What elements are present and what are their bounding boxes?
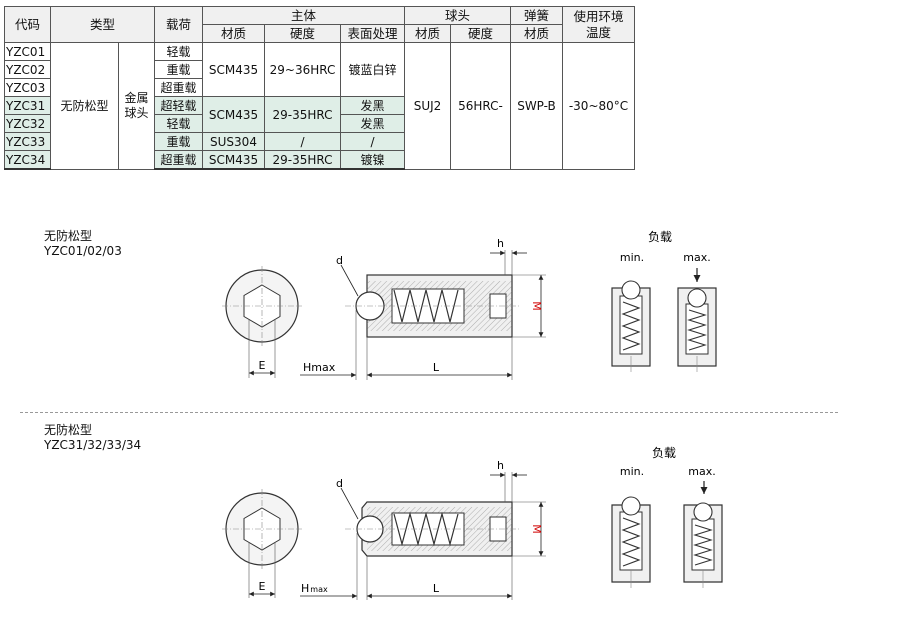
section-2-title: 无防松型 YZC31/32/33/34: [44, 423, 141, 453]
header-row-2: 材质 硬度 表面处理 材质 硬度 材质: [5, 24, 635, 43]
spring-material-cell: SWP-B: [510, 42, 563, 170]
body-surface-cell: /: [340, 132, 405, 151]
section-2-models: YZC31/32/33/34: [44, 438, 142, 452]
temperature-cell: -30~80°C: [562, 42, 635, 170]
load-views-2: 负载 min. max.: [611, 446, 723, 588]
table-row: YZC03 超重载: [4, 78, 635, 97]
table-row: YZC33 重载 SUS304 / /: [4, 132, 635, 151]
body-material-cell: SCM435: [202, 42, 265, 97]
load-views-1: 负载 min. max.: [611, 230, 717, 372]
load-title-2: 负载: [652, 446, 676, 460]
header-body-hardness: 硬度: [264, 24, 341, 43]
dim-E: E: [259, 359, 266, 372]
dim-d: d: [336, 477, 343, 490]
body-material-cell: SCM435: [202, 150, 265, 170]
body-surface-cell: 发黑: [340, 114, 405, 133]
body-hardness-cell: /: [264, 132, 341, 151]
type-main-cell: 无防松型: [50, 42, 119, 170]
header-temp: 使用环境温度: [562, 6, 635, 43]
dim-H-main: H: [301, 582, 309, 595]
ball-material-cell: SUJ2: [404, 42, 451, 170]
body-surface-cell: 镀镍: [340, 150, 405, 170]
load-max-2: max.: [688, 465, 715, 478]
spec-table: 代码 类型 载荷 主体 球头 弹簧 使用环境温度 材质 硬度 表面处理 材质 硬…: [4, 6, 635, 170]
header-body-material: 材质: [202, 24, 265, 43]
header-body-surface: 表面处理: [340, 24, 405, 43]
header-code: 代码: [4, 6, 51, 43]
load-title-1: 负载: [648, 230, 672, 244]
load-max-1: max.: [683, 251, 710, 264]
load-cell: 超重载: [154, 78, 203, 97]
load-min-1: min.: [620, 251, 644, 264]
section-1-title: 无防松型 YZC01/02/03: [44, 229, 122, 259]
dim-H-sub: max: [310, 585, 328, 594]
section-2-type: 无防松型: [44, 423, 93, 437]
section-1-drawing: E d h M: [222, 230, 717, 380]
load-cell: 重载: [154, 132, 203, 151]
dim-Hmax: Hmax: [303, 361, 336, 374]
dim-L: L: [433, 361, 440, 374]
table-row: YZC02 重载: [4, 60, 635, 79]
load-cell: 轻载: [154, 114, 203, 133]
header-ball-material: 材质: [404, 24, 451, 43]
section-divider: [20, 412, 838, 413]
load-cell: 超轻载: [154, 96, 203, 115]
dim-M: M: [530, 524, 543, 534]
dim-E: E: [259, 580, 266, 593]
dim-h: h: [497, 459, 504, 472]
code-cell: YZC34: [4, 150, 51, 170]
dim-M: M: [530, 301, 543, 311]
section-1-models: YZC01/02/03: [44, 244, 122, 258]
header-ball: 球头: [404, 6, 511, 25]
section-1-type: 无防松型: [44, 229, 93, 243]
header-body: 主体: [202, 6, 405, 25]
load-cell: 轻载: [154, 42, 203, 61]
code-cell: YZC31: [4, 96, 51, 115]
front-view-1: E: [222, 266, 302, 378]
body-surface-cell: 发黑: [340, 96, 405, 115]
body-hardness-cell: 29~36HRC: [264, 42, 341, 97]
front-view-2: E: [222, 489, 302, 598]
load-cell: 超重载: [154, 150, 203, 170]
load-min-2: min.: [620, 465, 644, 478]
section-2-drawing: E d h M Hmax L: [222, 446, 723, 600]
code-cell: YZC33: [4, 132, 51, 151]
type-sub-cell: 金属球头: [118, 42, 155, 170]
body-material-cell: SUS304: [202, 132, 265, 151]
header-spring-material: 材质: [510, 24, 563, 43]
code-cell: YZC02: [4, 60, 51, 79]
side-view-1: d h M Hmax L: [300, 237, 546, 380]
table-row: YZC31 超轻载 SCM435 29-35HRC 发黑: [4, 96, 635, 133]
body-surface-cell: 镀蓝白锌: [340, 42, 405, 97]
dim-H: Hmax: [301, 582, 328, 595]
body-material-cell: SCM435: [202, 96, 265, 133]
body-hardness-cell: 29-35HRC: [264, 96, 341, 133]
side-view-2: d h M Hmax L: [300, 459, 546, 600]
table-row: YZC34 超重载 SCM435 29-35HRC 镀镍: [4, 150, 635, 170]
dim-L: L: [433, 582, 440, 595]
dim-h: h: [497, 237, 504, 250]
header-row-1: 代码 类型 载荷 主体 球头 弹簧 使用环境温度: [4, 6, 635, 43]
body-hardness-cell: 29-35HRC: [264, 150, 341, 170]
table-row: YZC32 轻载 发黑: [4, 114, 635, 133]
header-spring: 弹簧: [510, 6, 563, 25]
table-row: YZC01 无防松型 金属球头 轻载 SCM435 29~36HRC 镀蓝白锌 …: [4, 42, 635, 170]
code-cell: YZC32: [4, 114, 51, 133]
dim-d: d: [336, 254, 343, 267]
